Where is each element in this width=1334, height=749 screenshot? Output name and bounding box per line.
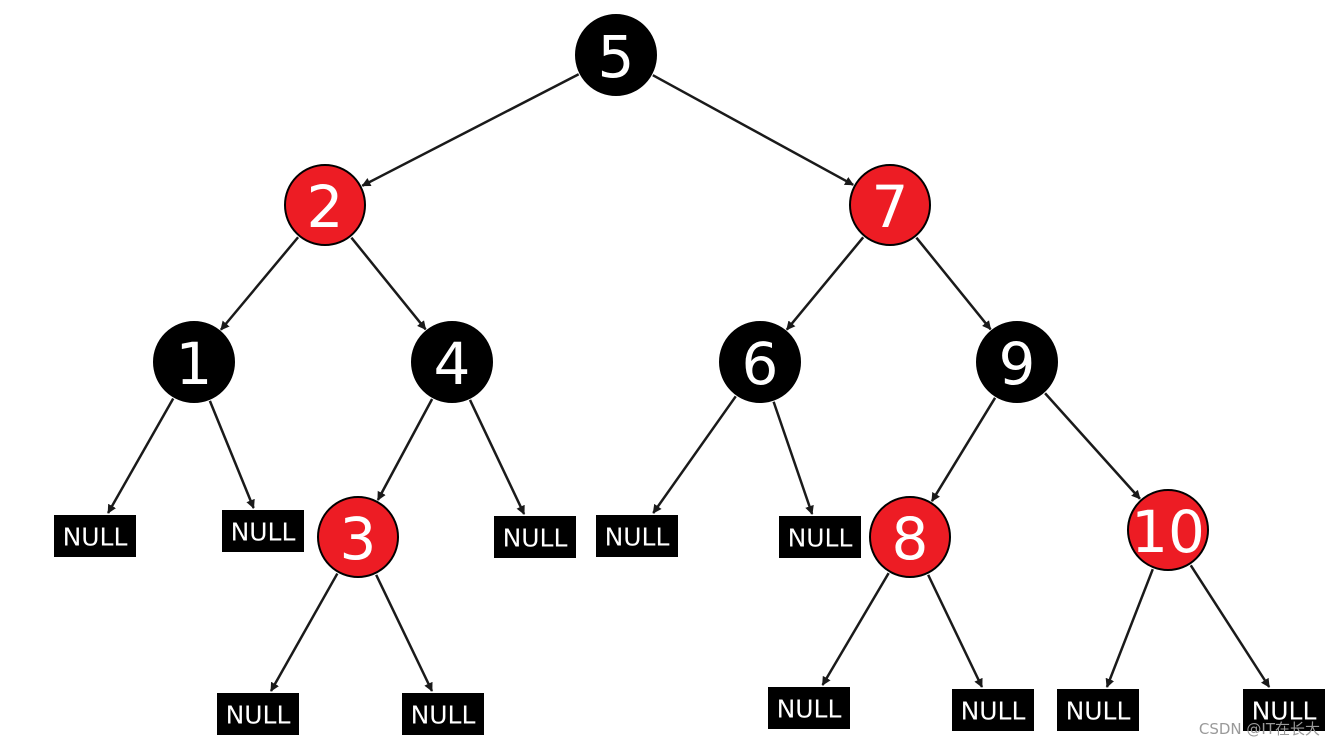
null-leaf: NULL	[952, 689, 1034, 731]
null-box	[768, 687, 850, 729]
node-circle-10	[1127, 489, 1209, 571]
node-circle-8	[869, 496, 951, 578]
node-circle-6	[719, 321, 801, 403]
node-circle-3	[317, 496, 399, 578]
node-label-7: 7	[872, 173, 909, 241]
null-label: NULL	[63, 523, 128, 552]
node-label-8: 8	[892, 505, 929, 573]
edge-n9-n10	[1044, 392, 1141, 500]
null-leaf: NULL	[779, 516, 861, 558]
edge-n7-n9	[915, 236, 992, 331]
node-label-4: 4	[434, 330, 471, 398]
node-label-10: 10	[1131, 498, 1205, 566]
null-leaf: NULL	[222, 510, 304, 552]
tree-node-3: 3	[317, 496, 399, 578]
edge-n1-z2	[208, 400, 255, 509]
edge-n3-z7	[375, 574, 434, 692]
tree-node-8: 8	[869, 496, 951, 578]
null-box	[494, 516, 576, 558]
null-label: NULL	[961, 697, 1026, 726]
null-label: NULL	[226, 701, 291, 730]
node-circle-9	[976, 321, 1058, 403]
null-leaf: NULL	[768, 687, 850, 729]
tree-node-6: 6	[719, 321, 801, 403]
null-leaves: NULL NULL NULL NULL NULL NULL NULL NULL NULL NULL…	[54, 510, 1325, 735]
null-label: NULL	[777, 695, 842, 724]
edge-n6-z5	[772, 401, 814, 515]
edge-n5-n7	[652, 74, 854, 186]
edge-n9-n8	[930, 397, 997, 502]
node-circle-2	[284, 164, 366, 246]
null-leaf: NULL	[217, 693, 299, 735]
null-leaf: NULL	[54, 515, 136, 557]
null-label: NULL	[1252, 697, 1317, 726]
null-leaf: NULL	[1057, 689, 1139, 731]
null-box	[952, 689, 1034, 731]
null-leaf: NULL	[596, 515, 678, 557]
tree-node-5: 5	[575, 14, 657, 96]
null-box	[217, 693, 299, 735]
null-box	[779, 516, 861, 558]
node-circle-4	[411, 321, 493, 403]
null-leaf: NULL	[1243, 689, 1325, 731]
edge-n3-z6	[269, 572, 339, 692]
edge-n10-z10	[1105, 568, 1154, 688]
node-label-5: 5	[598, 23, 635, 91]
edge-n7-n6	[785, 236, 865, 331]
node-circle-5	[575, 14, 657, 96]
tree-node-4: 4	[411, 321, 493, 403]
edge-n5-n2	[361, 73, 580, 187]
node-label-1: 1	[176, 330, 213, 398]
null-leaf: NULL	[494, 516, 576, 558]
null-box	[1243, 689, 1325, 731]
null-label: NULL	[411, 701, 476, 730]
null-label: NULL	[788, 524, 853, 553]
null-label: NULL	[1066, 697, 1131, 726]
null-label: NULL	[605, 523, 670, 552]
null-label: NULL	[503, 524, 568, 553]
null-box	[1057, 689, 1139, 731]
tree-node-7: 7	[849, 164, 931, 246]
edge-n4-z3	[468, 399, 526, 515]
watermark: CSDN @IT在长大	[1198, 720, 1320, 738]
node-circle-1	[153, 321, 235, 403]
edge-n2-n1	[219, 236, 300, 331]
edge-n2-n4	[350, 236, 427, 331]
null-leaf: NULL	[402, 693, 484, 735]
null-label: NULL	[231, 518, 296, 547]
edge-n4-n3	[376, 398, 434, 501]
null-box	[402, 693, 484, 735]
tree-node-1: 1	[153, 321, 235, 403]
edge-n6-z4	[652, 395, 737, 514]
nodes: 5 2 7 1 4 6 9 3 8 10	[153, 14, 1209, 578]
tree-node-9: 9	[976, 321, 1058, 403]
edge-n8-z8	[821, 572, 890, 686]
node-label-6: 6	[742, 330, 779, 398]
node-label-2: 2	[307, 173, 344, 241]
tree-node-2: 2	[284, 164, 366, 246]
edges	[106, 73, 1271, 692]
edge-n10-z11	[1189, 564, 1271, 688]
node-label-9: 9	[999, 330, 1036, 398]
null-box	[222, 510, 304, 552]
null-box	[596, 515, 678, 557]
node-label-3: 3	[340, 505, 377, 573]
edge-n8-z9	[927, 574, 984, 688]
node-circle-7	[849, 164, 931, 246]
null-box	[54, 515, 136, 557]
tree-node-10: 10	[1127, 489, 1209, 571]
edge-n1-z1	[106, 397, 175, 514]
